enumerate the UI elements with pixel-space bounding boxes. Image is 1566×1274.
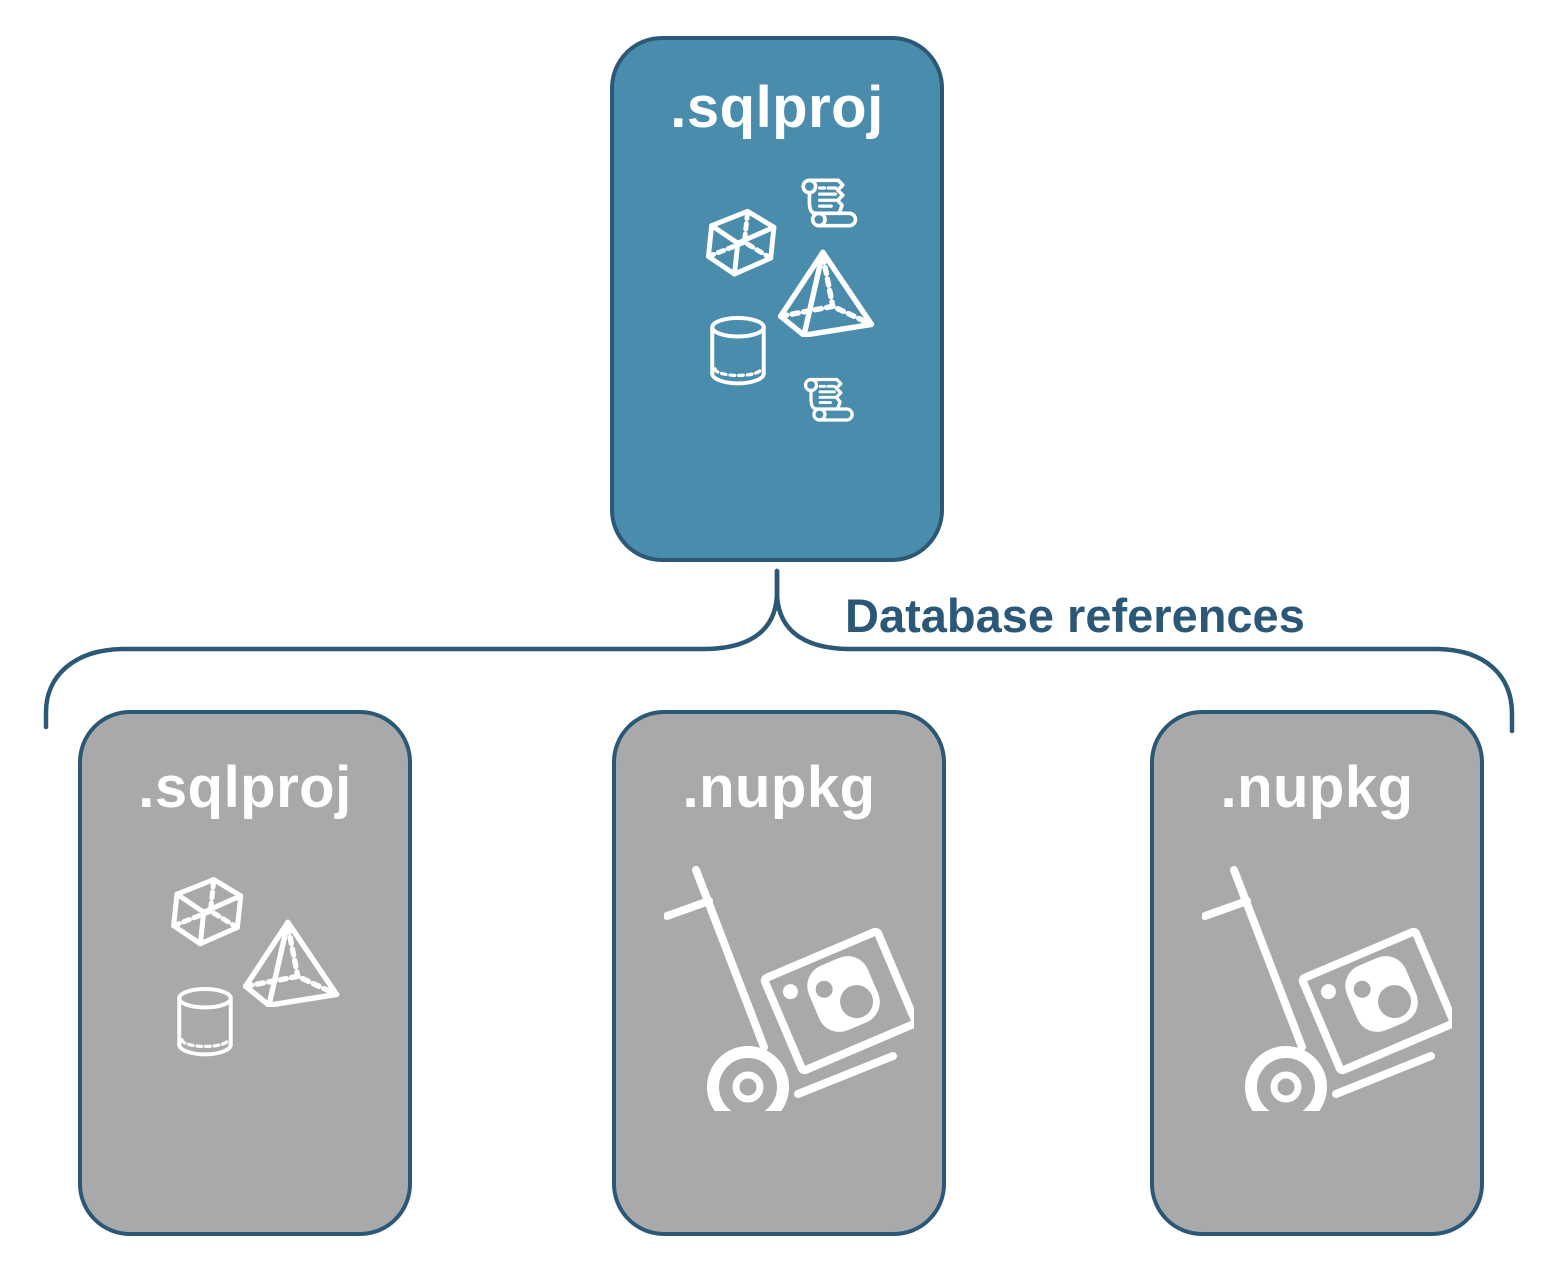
child-card-title: .nupkg <box>1220 755 1414 820</box>
cube-icon <box>165 869 249 956</box>
child-card-title: .nupkg <box>682 755 876 820</box>
scroll-icon <box>797 172 861 230</box>
connector-label: Database references <box>845 589 1305 642</box>
scroll-icon <box>800 372 857 424</box>
cylinder-icon <box>705 314 771 388</box>
pyramid-icon <box>242 917 341 1007</box>
root-card-sqlproj: .sqlproj <box>610 36 944 562</box>
child-card-title: .sqlproj <box>138 755 352 820</box>
hand-truck-package-icon <box>664 866 914 1111</box>
root-card-title: .sqlproj <box>670 75 884 140</box>
child-card-nupkg-1: .nupkg <box>612 710 946 1236</box>
cube-icon <box>700 201 782 286</box>
child-card-nupkg-2: .nupkg <box>1150 710 1484 1236</box>
pyramid-icon <box>777 247 876 337</box>
hand-truck-package-icon <box>1202 866 1452 1111</box>
cylinder-icon <box>172 985 238 1059</box>
child-card-sqlproj: .sqlproj <box>78 710 412 1236</box>
